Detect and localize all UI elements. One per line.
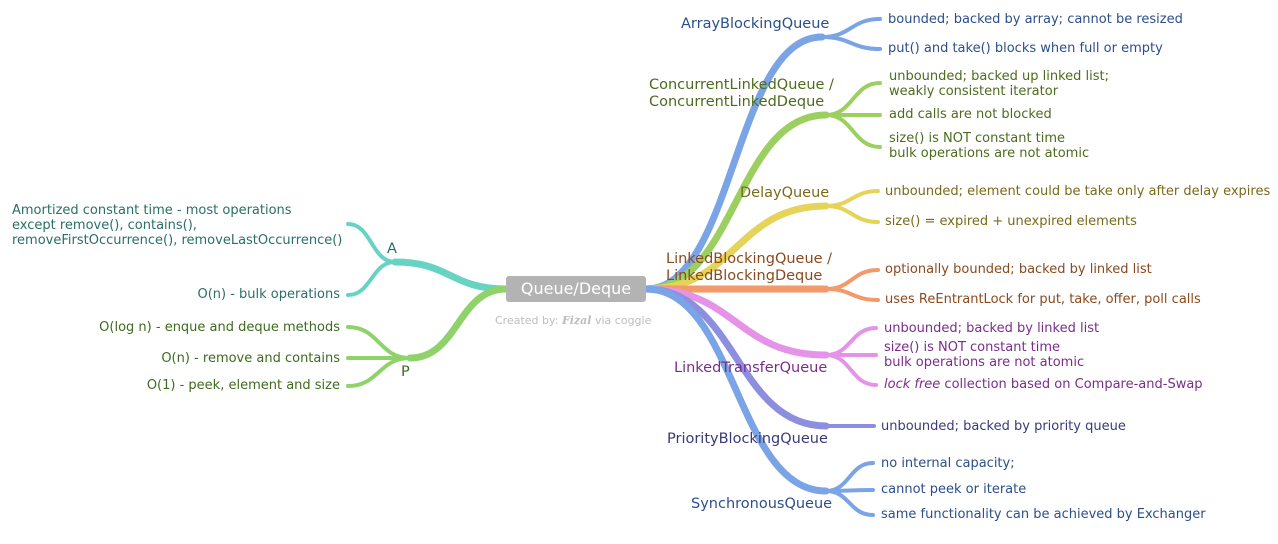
concurrentlinkedqueue-leaf-branch — [824, 81, 882, 117]
concurrentlinkedqueue-leaf: unbounded; backed up linked list;weakly … — [889, 69, 1109, 99]
concurrentlinkedqueue-leaf-line: bulk operations are not atomic — [889, 146, 1090, 161]
priorityqueue-branch — [406, 285, 510, 362]
concurrentlinkedqueue-leaf-line: weakly consistent iterator — [889, 84, 1059, 99]
leaf-text: collection based on Compare-and-Swap — [940, 377, 1203, 392]
concurrentlinkedqueue-leaf: add calls are not blocked — [889, 107, 1052, 122]
branch-lines — [346, 17, 882, 517]
arrayblockingqueue-label: ArrayBlockingQueue — [681, 16, 829, 33]
priorityblockingqueue-leaf-line: unbounded; backed by priority queue — [881, 419, 1126, 434]
synchronousqueue-leaf-line: cannot peek or iterate — [881, 482, 1027, 497]
credit-line: Created by: Fizal via coggle — [495, 314, 651, 327]
priorityblockingqueue-label: PriorityBlockingQueue — [667, 431, 828, 448]
arraydeque-label: A — [387, 241, 397, 258]
synchronousqueue-label-line: SynchronousQueue — [691, 496, 833, 512]
priorityqueue-leaf-line: O(log n) - enque and deque methods — [99, 320, 340, 335]
arrayblockingqueue-leaf-line: put() and take() blocks when full or emp… — [888, 41, 1163, 56]
priorityqueue-leaf: O(log n) - enque and deque methods — [99, 320, 340, 335]
priorityqueue-leaf-line: O(1) - peek, element and size — [146, 378, 340, 393]
linkedblockingqueue-leaf-line: optionally bounded; backed by linked lis… — [885, 262, 1152, 277]
delayqueue-leaf-line: size() = expired + unexpired elements — [885, 214, 1137, 229]
leaf-italic-text: lock free — [884, 377, 941, 392]
synchronousqueue-leaf: cannot peek or iterate — [881, 482, 1026, 497]
linkedblockingqueue-label: LinkedBlockingQueue /LinkedBlockingDeque — [666, 251, 832, 285]
linkedblockingqueue-leaf: uses ReEntrantLock for put, take, offer,… — [885, 292, 1201, 307]
linkedblockingqueue-label-line: LinkedBlockingQueue / — [666, 251, 833, 267]
arraydeque-leaf-line: O(n) - bulk operations — [197, 287, 340, 302]
priorityblockingqueue-leaf: unbounded; backed by priority queue — [881, 419, 1126, 434]
priorityqueue-leaf-line: O(n) - remove and contains — [161, 351, 340, 366]
arraydeque-leaf-line: removeFirstOccurrence(), removeLastOccur… — [12, 233, 343, 248]
synchronousqueue-leaf: same functionality can be achieved by Ex… — [881, 507, 1206, 522]
priorityqueue-leaf-branch — [346, 325, 412, 360]
linkedtransferqueue-leaf: unbounded; backed by linked list — [884, 321, 1099, 336]
arrayblockingqueue-branch — [642, 33, 826, 293]
linkedtransferqueue-leaf-line: size() is NOT constant time — [884, 340, 1061, 355]
arraydeque-branch — [391, 258, 510, 293]
arrayblockingqueue-leaf-branch — [820, 35, 882, 51]
synchronousqueue-leaf-line: no internal capacity; — [881, 456, 1015, 471]
arrayblockingqueue-leaf: bounded; backed by array; cannot be resi… — [888, 12, 1183, 27]
concurrentlinkedqueue-leaf-line: size() is NOT constant time — [889, 131, 1066, 146]
delayqueue-leaf-line: unbounded; element could be take only af… — [885, 184, 1271, 199]
arraydeque-leaf: O(n) - bulk operations — [197, 287, 340, 302]
linkedtransferqueue-label-line: LinkedTransferQueue — [674, 360, 828, 376]
priorityqueue-leaf-branch — [346, 356, 412, 388]
arrayblockingqueue-label-line: ArrayBlockingQueue — [681, 16, 830, 32]
credit-suffix: via coggle — [594, 314, 652, 327]
credit-brand: Fizal — [561, 314, 592, 327]
priorityblockingqueue-branch — [642, 285, 830, 430]
synchronousqueue-leaf: no internal capacity; — [881, 456, 1015, 471]
synchronousqueue-label: SynchronousQueue — [691, 496, 832, 513]
arrayblockingqueue-leaf: put() and take() blocks when full or emp… — [888, 41, 1163, 56]
arraydeque-leaf-branch — [346, 260, 397, 297]
arraydeque-label-line: A — [387, 241, 397, 257]
priorityqueue-label: P — [401, 364, 410, 381]
delayqueue-leaf: size() = expired + unexpired elements — [885, 214, 1137, 229]
delayqueue-label-line: DelayQueue — [740, 185, 830, 201]
synchronousqueue-leaf-line: same functionality can be achieved by Ex… — [881, 507, 1206, 522]
linkedtransferqueue-leaf: lock free collection based on Compare-an… — [884, 377, 1203, 392]
root-node[interactable]: Queue/Deque — [506, 276, 646, 302]
concurrentlinkedqueue-leaf-line: unbounded; backed up linked list; — [889, 69, 1109, 84]
priorityblockingqueue-label-line: PriorityBlockingQueue — [667, 431, 828, 447]
arraydeque-leaf-line: except remove(), contains(), — [12, 218, 197, 233]
priorityqueue-label-line: P — [401, 364, 410, 380]
linkedblockingqueue-label-line: LinkedBlockingDeque — [666, 268, 823, 284]
linkedtransferqueue-leaf-branch — [824, 326, 878, 357]
linkedblockingqueue-leaf: optionally bounded; backed by linked lis… — [885, 262, 1152, 277]
linkedtransferqueue-leaf-line: unbounded; backed by linked list — [884, 321, 1100, 336]
delayqueue-leaf-branch — [824, 189, 880, 208]
delayqueue-branch — [642, 202, 830, 293]
synchronousqueue-branch — [642, 285, 830, 495]
delayqueue-label: DelayQueue — [740, 185, 829, 202]
arrayblockingqueue-leaf-branch — [820, 17, 882, 39]
priorityqueue-leaf: O(1) - peek, element and size — [147, 378, 340, 393]
synchronousqueue-leaf-branch — [824, 489, 875, 517]
arraydeque-leaf-line: Amortized constant time - most operation… — [12, 203, 292, 218]
synchronousqueue-leaf-branch — [824, 461, 875, 493]
linkedblockingqueue-leaf-branch — [824, 268, 880, 291]
concurrentlinkedqueue-label: ConcurrentLinkedQueue /ConcurrentLinkedD… — [649, 77, 834, 111]
concurrentlinkedqueue-label-line: ConcurrentLinkedDeque — [649, 94, 825, 110]
credit-prefix: Created by: — [495, 314, 559, 327]
linkedtransferqueue-label: LinkedTransferQueue — [674, 360, 827, 377]
arrayblockingqueue-leaf-line: bounded; backed by array; cannot be resi… — [888, 12, 1183, 27]
concurrentlinkedqueue-label-line: ConcurrentLinkedQueue / — [649, 77, 834, 93]
concurrentlinkedqueue-branch — [642, 111, 830, 293]
linkedtransferqueue-leaf-line: bulk operations are not atomic — [884, 355, 1085, 370]
delayqueue-leaf: unbounded; element could be take only af… — [885, 184, 1270, 199]
concurrentlinkedqueue-leaf-line: add calls are not blocked — [889, 107, 1052, 122]
linkedblockingqueue-leaf-line: uses ReEntrantLock for put, take, offer,… — [885, 292, 1201, 307]
linkedtransferqueue-leaf-branch — [824, 353, 878, 387]
delayqueue-leaf-branch — [824, 204, 880, 224]
priorityqueue-leaf: O(n) - remove and contains — [161, 351, 340, 366]
concurrentlinkedqueue-leaf-branch — [824, 113, 882, 149]
arraydeque-leaf: Amortized constant time - most operation… — [12, 203, 342, 248]
linkedblockingqueue-leaf-branch — [824, 287, 880, 302]
